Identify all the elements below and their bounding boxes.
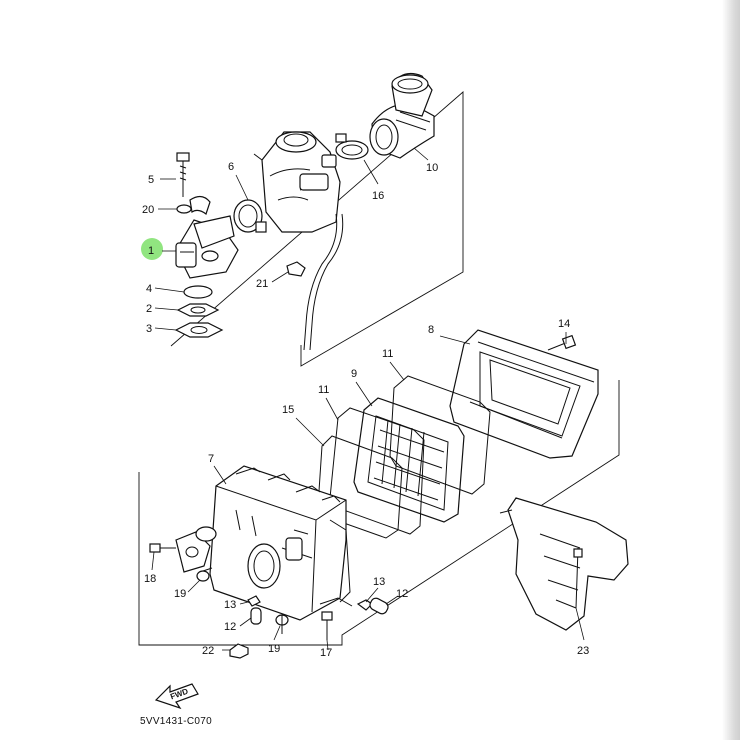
guard-bracket-part-23 xyxy=(499,497,629,631)
callout-8: 8 xyxy=(428,324,434,336)
small-clamp-part xyxy=(189,195,211,215)
collar-part-19-lower xyxy=(275,614,289,634)
callout-5: 5 xyxy=(148,174,154,186)
o-ring-part-4 xyxy=(183,285,213,299)
callout-21: 21 xyxy=(256,278,268,290)
callout-labels: 1 2 3 4 5 6 7 8 9 10 11 11 12 12 13 13 1… xyxy=(142,161,589,659)
clip-part-21 xyxy=(286,261,306,277)
lower-assembly-frame xyxy=(138,380,620,646)
callout-2: 2 xyxy=(146,303,152,315)
upper-assembly-frame xyxy=(170,91,464,367)
callout-19-lower: 19 xyxy=(268,643,280,655)
washer-part-20 xyxy=(176,204,192,214)
hose-clip-part-13-left xyxy=(247,595,261,607)
callout-12-left: 12 xyxy=(224,621,236,633)
case-cover-part-8 xyxy=(449,329,599,459)
collar-part-19-left xyxy=(196,567,213,582)
nut-part-22 xyxy=(229,643,249,659)
callout-9: 9 xyxy=(351,368,357,380)
hose-clamp-part-16 xyxy=(335,133,369,160)
callout-10: 10 xyxy=(426,162,438,174)
callout-18: 18 xyxy=(144,573,156,585)
callout-23: 23 xyxy=(577,645,589,657)
callout-1-highlight xyxy=(141,238,163,260)
callout-11-rear: 11 xyxy=(382,348,393,360)
gasket-part-2 xyxy=(176,303,220,317)
callout-22: 22 xyxy=(202,645,214,657)
bolt-part-18 xyxy=(149,543,176,553)
intake-duct-part-10 xyxy=(369,73,435,159)
bolt-part-5 xyxy=(176,152,190,197)
callout-19-left: 19 xyxy=(174,588,186,600)
screw-part-14 xyxy=(547,334,577,351)
callout-15: 15 xyxy=(282,404,294,416)
callout-7: 7 xyxy=(208,453,214,465)
callout-16: 16 xyxy=(372,190,384,202)
drain-hose xyxy=(303,213,338,351)
callout-13-right: 13 xyxy=(373,576,385,588)
page-edge-shadow xyxy=(722,0,740,740)
filter-element-part-9 xyxy=(353,397,465,523)
insulator-part-3 xyxy=(174,322,224,338)
callout-3: 3 xyxy=(146,323,152,335)
callout-4: 4 xyxy=(146,283,152,295)
callout-12-right: 12 xyxy=(396,588,408,600)
forward-direction-arrow: FWD xyxy=(154,683,199,710)
seal-part-11-rear xyxy=(389,375,491,495)
hose-clamp-part-6 xyxy=(233,199,267,233)
drain-plug-part-12-left xyxy=(250,607,262,625)
callout-11-front: 11 xyxy=(318,384,329,396)
callout-13-left: 13 xyxy=(224,599,236,611)
callout-17: 17 xyxy=(320,647,332,659)
callout-leader-lines xyxy=(151,147,585,651)
callout-20: 20 xyxy=(142,204,154,216)
carburetor-assembly xyxy=(253,131,341,233)
drain-hose-inner xyxy=(309,213,344,351)
callout-6: 6 xyxy=(228,161,234,173)
callout-1: 1 xyxy=(148,245,154,257)
drawing-code: 5VV1431-C070 xyxy=(140,716,212,727)
drain-plug-part-12-right xyxy=(369,597,389,615)
intake-joint-part-1 xyxy=(175,215,239,279)
callout-14: 14 xyxy=(558,318,570,330)
bolt-part-17 xyxy=(321,611,333,640)
air-filter-case-part-7 xyxy=(175,465,353,621)
